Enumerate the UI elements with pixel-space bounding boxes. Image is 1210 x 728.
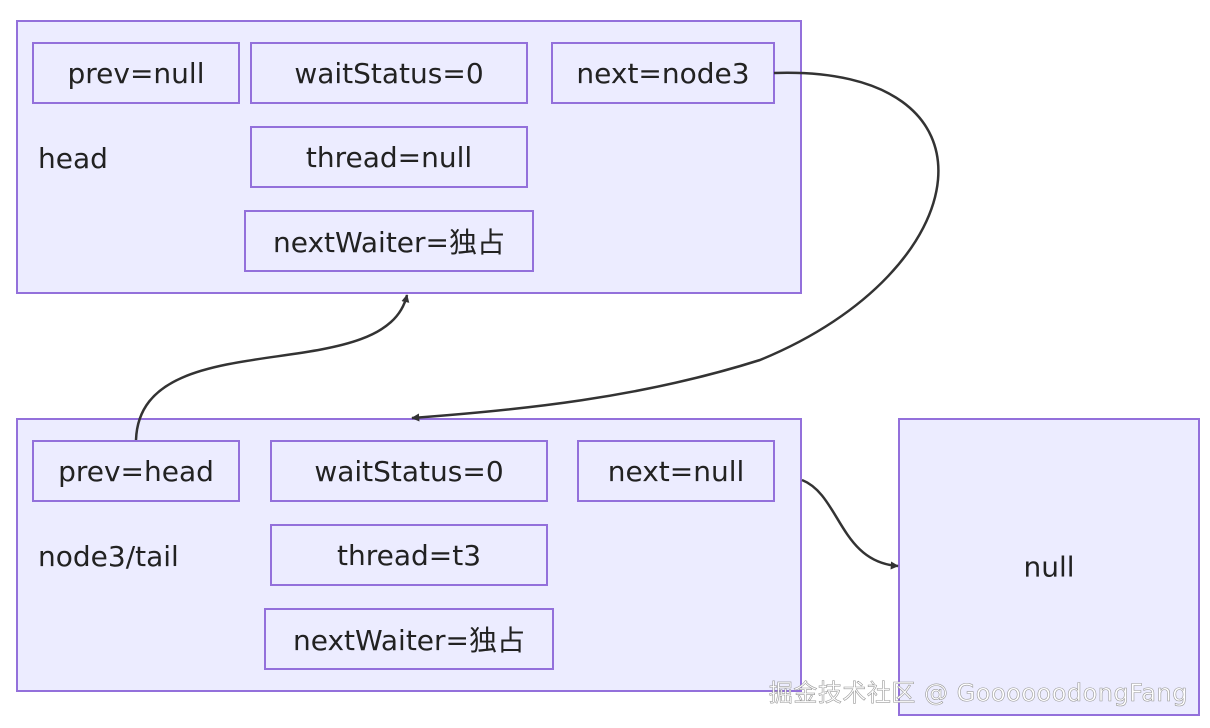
- head-thread-field: thread=null: [250, 126, 528, 188]
- head-waitstatus-field: waitStatus=0: [250, 42, 528, 104]
- head-node: head prev=null waitStatus=0 next=node3 t…: [16, 20, 802, 294]
- edge-node3-next-to-null: [801, 478, 899, 570]
- node3-tail-label: node3/tail: [38, 540, 179, 573]
- watermark: 掘金技术社区 @ GoooooodongFang: [768, 679, 1188, 708]
- head-prev-field: prev=null: [32, 42, 240, 104]
- node3-prev-field: prev=head: [32, 440, 240, 502]
- null-node: null: [898, 418, 1200, 716]
- node3-next-field: next=null: [577, 440, 775, 502]
- node3-tail-node: node3/tail prev=head waitStatus=0 next=n…: [16, 418, 802, 692]
- node3-nextwaiter-field: nextWaiter=独占: [264, 608, 554, 670]
- null-node-label: null: [1023, 550, 1075, 584]
- head-next-field: next=node3: [551, 42, 775, 104]
- node3-thread-field: thread=t3: [270, 524, 548, 586]
- head-nextwaiter-field: nextWaiter=独占: [244, 210, 534, 272]
- node3-waitstatus-field: waitStatus=0: [270, 440, 548, 502]
- head-node-label: head: [38, 142, 108, 175]
